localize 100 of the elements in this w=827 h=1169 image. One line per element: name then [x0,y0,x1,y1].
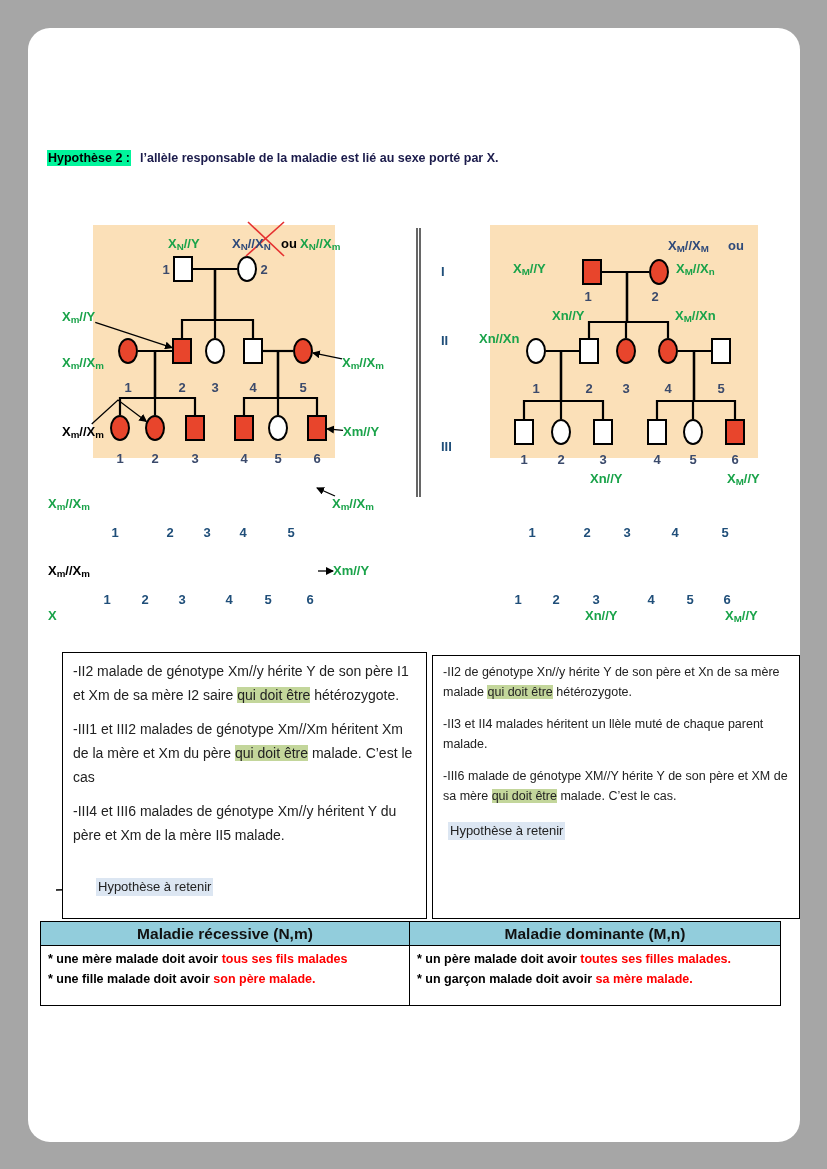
individual-number: 6 [313,450,321,466]
genotype-label: X$_{M}$//Y [513,261,546,277]
heading-text: l’allèle responsable de la maladie est lié au sexe porté par X. [140,150,499,166]
individual-number: 6 [731,451,739,467]
genotype-label: X$_{M}$//X$_{M}$ [668,238,709,254]
table-cell [40,946,410,1006]
male-symbol [172,338,192,364]
number-label: 3 [592,592,600,608]
male-symbol [593,419,613,445]
number-label: 1 [528,525,536,541]
pedigree-line [193,267,255,338]
number-label: 2 [583,525,591,541]
rule-text: * un père malade doit avoir toutes ses filles malades. [417,951,732,968]
individual-number: 3 [211,379,219,395]
highlighted-note: Hypothèse à retenir [448,822,566,840]
number-label: 6 [723,592,731,608]
paragraph: -III1 et III2 malades de génotype Xm//Xm héritent Xm de la mère et Xm du père qui doit être malade. C’est le cas [73,720,414,787]
individual-number: 4 [664,380,672,396]
pedigree-line [602,270,670,338]
pedigree-line [263,349,319,415]
male-symbol [647,419,667,445]
genotype-label: X$_{m}$//X$_{m}$ [62,355,104,371]
genotype-label: Xn//Xn [479,331,520,347]
rule-text: * une mère malade doit avoir tous ses fils malades [48,951,349,968]
male-symbol [307,415,327,441]
arrow [326,425,344,434]
genotype-label: X$_{m}$//X$_{m}$ [332,496,374,512]
number-label: 1 [514,592,522,608]
number-label: 2 [141,592,149,608]
genotype-label: X$_{m}$//Y [62,309,96,325]
number-label: 4 [225,592,233,608]
genotype-label: Xn//Y [590,471,623,487]
pedigree-line [692,349,737,419]
number-label: 3 [178,592,186,608]
individual-number: 1 [532,380,540,396]
generation-label: II [441,333,449,349]
text-panel [432,655,800,919]
arrow [317,567,334,575]
conjunction-text: ou [728,238,744,254]
number-label: 1 [103,592,111,608]
genotype-label: X [48,608,57,624]
genotype-label: X$_{m}$//X$_{m}$ [48,496,90,512]
paragraph: -II2 de génotype Xn//y hérite Y de son père et Xn de sa mère malade qui doit être hétérozygote. [443,664,781,701]
genotype-label: X$_{N}$//X$_{m}$ [300,236,341,252]
genotype-label: X$_{N}$//Y [168,236,200,252]
conjunction-text: ou [281,236,297,252]
individual-number: 5 [689,451,697,467]
highlighted-note: Hypothèse à retenir [96,878,214,896]
table-header: Maladie récessive (N,m) [40,921,410,946]
individual-number: 4 [249,379,257,395]
genotype-label: X$_{M}$//Y [725,608,758,624]
arrow [91,399,148,425]
generation-label: I [441,264,445,280]
pedigree-line [559,349,605,419]
number-label: 5 [287,525,295,541]
paragraph: -III4 et III6 malades de génotype Xm//y héritent Y du père et Xm de la mère II5 malade. [73,802,398,845]
number-label: 6 [306,592,314,608]
individual-number: 3 [622,380,630,396]
number-label: 1 [111,525,119,541]
number-label: 2 [166,525,174,541]
rule-text: * une fille malade doit avoir son père malade. [48,971,317,988]
individual-number: 2 [557,451,565,467]
number-label: 3 [203,525,211,541]
male-symbol [243,338,263,364]
male-symbol [579,338,599,364]
individual-number: 2 [178,379,186,395]
male-symbol [234,415,254,441]
individual-number: 4 [240,450,248,466]
number-label: 5 [721,525,729,541]
arrow [311,350,343,360]
number-label: 5 [264,592,272,608]
individual-number: 1 [584,288,592,304]
male-symbol [173,256,193,282]
individual-number: 1 [124,379,132,395]
number-label: 4 [647,592,655,608]
number-label: 4 [671,525,679,541]
individual-number: 2 [151,450,159,466]
table-header: Maladie dominante (M,n) [410,921,781,946]
genotype-label: X$_{M}$//Xn [675,308,716,324]
individual-number: 1 [520,451,528,467]
genotype-label: Xm//Y [343,424,380,440]
individual-number: 4 [653,451,661,467]
individual-number: 5 [717,380,725,396]
male-symbol [514,419,534,445]
individual-number: 2 [651,288,659,304]
genotype-label: Xn//Y [585,608,618,624]
individual-number: 2 [260,261,268,277]
individual-number: 3 [599,451,607,467]
paragraph: -II3 et II4 malades héritent un llèle muté de chaque parent malade. [443,716,765,753]
genotype-label: Xn//Y [552,308,585,324]
generation-label: III [441,439,452,455]
text-panel [62,652,427,919]
genotype-label: X$_{m}$//X$_{m}$ [342,355,384,371]
individual-number: 1 [116,450,124,466]
male-symbol [582,259,602,285]
genotype-label: X$_{m}$//X$_{m}$ [62,424,104,440]
number-label: 4 [239,525,247,541]
heading-highlight: Hypothèse 2 : [47,150,131,166]
number-label: 2 [552,592,560,608]
individual-number: 1 [162,261,170,277]
